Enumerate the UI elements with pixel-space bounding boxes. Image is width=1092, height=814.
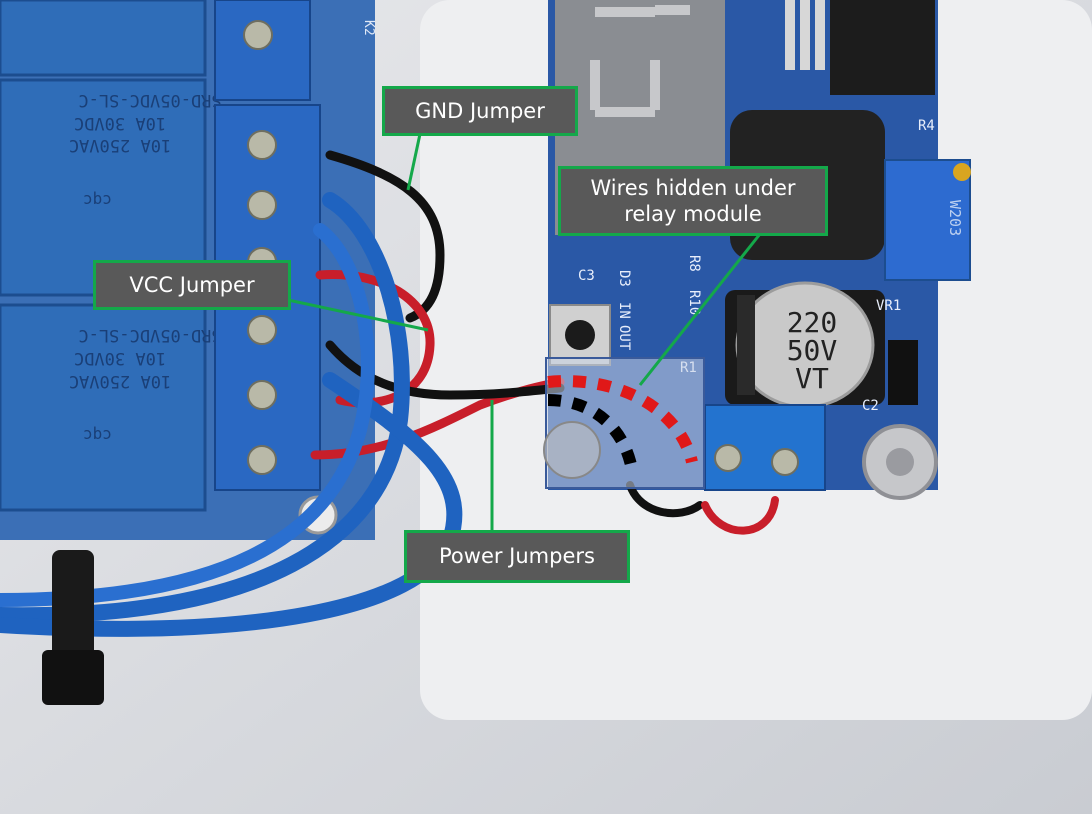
relay-model-text: SRD-05VDC-SL-C (78, 90, 221, 110)
terminal-screw (247, 190, 277, 220)
silkscreen-label: C3 (578, 268, 595, 284)
hidden-wires-label: Wires hidden under relay module (558, 166, 828, 236)
blue-wire (0, 192, 410, 624)
relay-1 (0, 0, 207, 77)
gnd-callout-line (406, 133, 422, 191)
relay-rating-text: 10A 250VAC (69, 371, 171, 391)
gnd-jumper-wire (325, 150, 445, 323)
relay-3 (0, 303, 207, 512)
relay-cert-mark: cqc (83, 426, 112, 445)
silkscreen-label: C2 (862, 398, 879, 414)
regulator-chip (830, 0, 935, 95)
relay-rating-text: 10A 30VDC (74, 113, 166, 133)
silkscreen-label: IN (616, 302, 632, 319)
silkscreen-label: W203 (946, 200, 964, 236)
terminal-screw (247, 315, 277, 345)
relay-channel-label: K2 (361, 20, 376, 36)
output-wire-red (701, 496, 779, 535)
standoff (543, 421, 601, 479)
silkscreen-label: R8 (686, 255, 702, 272)
vcc-jumper-label: VCC Jumper (93, 260, 291, 310)
silkscreen-label: OUT (616, 325, 632, 351)
terminal-block-top (214, 0, 311, 101)
terminal-screw (771, 448, 799, 476)
relay-cert-mark: cqc (83, 191, 112, 210)
hidden-black-wire-path (547, 394, 638, 472)
capacitor-value-text: 220 (787, 306, 838, 339)
hidden-red-wire-path (547, 375, 698, 464)
terminal-screw (247, 445, 277, 475)
gnd-jumper-label: GND Jumper (382, 86, 578, 136)
silkscreen-label: R4 (918, 118, 935, 134)
vcc-callout-line (287, 298, 429, 332)
power-jumpers-label: Power Jumpers (404, 530, 630, 583)
power-jumper-black (325, 340, 565, 400)
terminal-screw (714, 444, 742, 472)
terminal-screw (243, 20, 273, 50)
terminal-screw (247, 380, 277, 410)
hidden-callout-line (638, 233, 762, 386)
relay-model-text: SRD-05VDC-SL-C (78, 325, 221, 345)
wires (0, 150, 779, 637)
silkscreen-label: D3 (616, 270, 632, 287)
output-wire-black (626, 481, 704, 518)
relay-rating-text: 10A 250VAC (69, 135, 171, 155)
terminal-screw (247, 130, 277, 160)
diode (888, 340, 918, 405)
silkscreen-label: R10 (686, 290, 702, 315)
capacitor-voltage-text: 50V (787, 334, 838, 367)
callout-lines (287, 133, 762, 530)
cable-tie-head (42, 650, 104, 705)
relay-rating-text: 10A 30VDC (74, 348, 166, 368)
vcc-jumper-wire (315, 269, 435, 408)
capacitor-series-text: VT (795, 362, 829, 395)
trim-screw (953, 163, 971, 181)
blue-wire (0, 223, 375, 607)
relay-2 (0, 78, 207, 297)
potentiometer (884, 159, 971, 281)
silkscreen-label: VR1 (876, 298, 901, 314)
